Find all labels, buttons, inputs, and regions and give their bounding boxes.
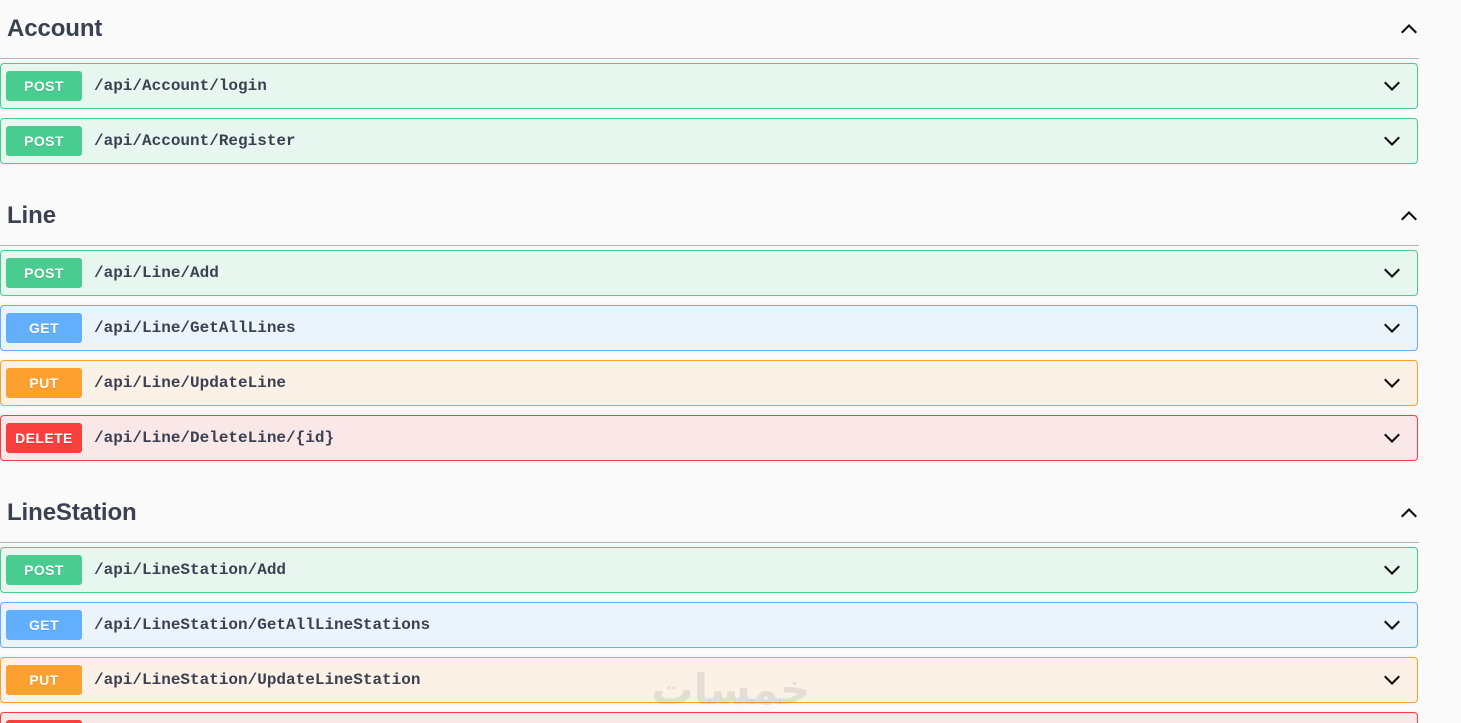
operation-row[interactable]: PUT/api/Line/UpdateLine — [0, 360, 1418, 406]
chevron-down-icon[interactable] — [1382, 263, 1402, 283]
chevron-down-icon[interactable] — [1382, 615, 1402, 635]
method-badge-delete: DELETE — [6, 423, 82, 453]
method-badge-delete: DELETE — [6, 720, 82, 723]
operation-row[interactable]: POST/api/LineStation/Add — [0, 547, 1418, 593]
operation-row[interactable]: POST/api/Account/login — [0, 63, 1418, 109]
operation-row[interactable]: GET/api/LineStation/GetAllLineStations — [0, 602, 1418, 648]
operation-row[interactable]: DELETE/api/LineStation/DeleteLineStation… — [0, 712, 1418, 723]
method-badge-post: POST — [6, 258, 82, 288]
method-badge-post: POST — [6, 126, 82, 156]
spacer — [0, 470, 1461, 484]
section-header-account[interactable]: Account — [0, 0, 1461, 58]
operation-path: /api/LineStation/UpdateLineStation — [94, 671, 421, 689]
operation-path: /api/Account/login — [94, 77, 267, 95]
operation-path: /api/Line/Add — [94, 264, 219, 282]
section-divider — [0, 245, 1419, 246]
operation-path: /api/Line/GetAllLines — [94, 319, 296, 337]
chevron-down-icon[interactable] — [1382, 131, 1402, 151]
section-title: LineStation — [7, 498, 137, 526]
method-badge-put: PUT — [6, 665, 82, 695]
operation-row[interactable]: POST/api/Account/Register — [0, 118, 1418, 164]
chevron-down-icon[interactable] — [1382, 670, 1402, 690]
operation-path: /api/LineStation/GetAllLineStations — [94, 616, 431, 634]
operation-path: /api/LineStation/Add — [94, 561, 287, 579]
operation-path: /api/Account/Register — [94, 132, 296, 150]
method-badge-post: POST — [6, 71, 82, 101]
spacer — [0, 173, 1461, 187]
section-title: Line — [7, 201, 56, 229]
operation-row[interactable]: PUT/api/LineStation/UpdateLineStation — [0, 657, 1418, 703]
operation-path: /api/Line/UpdateLine — [94, 374, 287, 392]
operation-row[interactable]: DELETE/api/Line/DeleteLine/{id} — [0, 415, 1418, 461]
chevron-down-icon[interactable] — [1382, 428, 1402, 448]
operation-row[interactable]: GET/api/Line/GetAllLines — [0, 305, 1418, 351]
method-badge-get: GET — [6, 313, 82, 343]
chevron-up-icon[interactable] — [1399, 19, 1419, 39]
chevron-up-icon[interactable] — [1399, 503, 1419, 523]
chevron-up-icon[interactable] — [1399, 206, 1419, 226]
section-divider — [0, 58, 1419, 59]
method-badge-get: GET — [6, 610, 82, 640]
chevron-down-icon[interactable] — [1382, 318, 1402, 338]
chevron-down-icon[interactable] — [1382, 76, 1402, 96]
section-header-linestation[interactable]: LineStation — [0, 484, 1461, 542]
operation-path: /api/Line/DeleteLine/{id} — [94, 429, 335, 447]
section-header-line[interactable]: Line — [0, 187, 1461, 245]
operation-row[interactable]: POST/api/Line/Add — [0, 250, 1418, 296]
method-badge-put: PUT — [6, 368, 82, 398]
section-divider — [0, 542, 1419, 543]
method-badge-post: POST — [6, 555, 82, 585]
section-title: Account — [7, 14, 103, 42]
chevron-down-icon[interactable] — [1382, 373, 1402, 393]
chevron-down-icon[interactable] — [1382, 560, 1402, 580]
